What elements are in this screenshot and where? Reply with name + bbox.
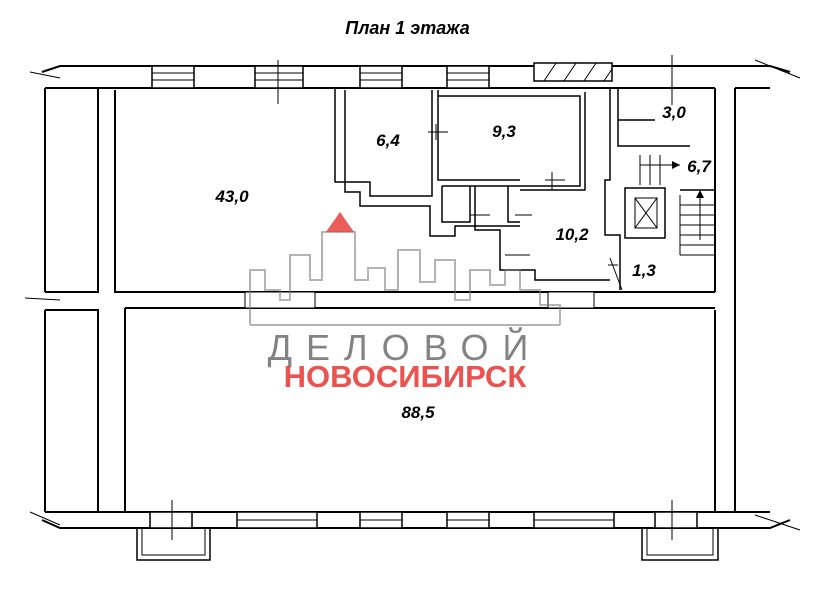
break-marks xyxy=(29,59,801,531)
room-area-label: 6,7 xyxy=(687,157,712,176)
room-area-label: 10,2 xyxy=(555,225,589,244)
room-area-label: 6,4 xyxy=(376,131,400,150)
room-area-label: 43,0 xyxy=(214,187,249,206)
left-walls xyxy=(24,88,715,512)
room-area-label: 88,5 xyxy=(401,403,435,422)
top-windows xyxy=(151,55,673,105)
room-area-label: 3,0 xyxy=(662,103,686,122)
top-wall xyxy=(29,65,791,89)
right-walls xyxy=(714,87,770,512)
watermark-line2: НОВОСИБИРСК xyxy=(284,359,527,394)
watermark-skyline xyxy=(249,231,561,326)
middle-partition xyxy=(124,291,715,512)
interior-rooms xyxy=(334,88,610,281)
bottom-wall xyxy=(41,500,791,561)
watermark-red-triangle xyxy=(326,212,354,232)
stair-block xyxy=(604,88,715,291)
plan-title: План 1 этажа xyxy=(345,18,470,38)
watermark-line1: ДЕЛОВОЙ xyxy=(268,326,543,368)
room-area-label: 1,3 xyxy=(632,261,656,280)
room-area-label: 9,3 xyxy=(492,122,516,141)
